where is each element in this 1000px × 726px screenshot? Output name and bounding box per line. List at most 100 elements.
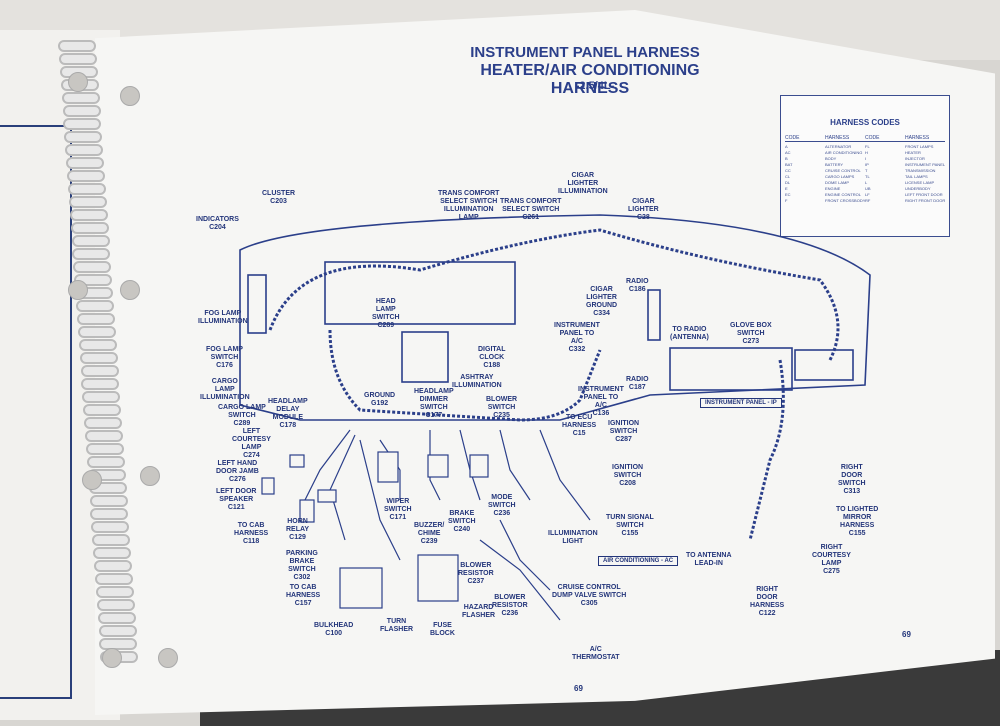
label-headlamp-dimmer: HEADLAMP DIMMER SWITCH C177 bbox=[414, 388, 454, 419]
label-to-radio: TO RADIO (ANTENNA) bbox=[670, 326, 709, 341]
label-cigar-ground: CIGAR LIGHTER GROUND C334 bbox=[586, 286, 618, 317]
label-turn-signal: TURN SIGNAL SWITCH C155 bbox=[606, 514, 654, 537]
label-cluster: CLUSTER C203 bbox=[262, 190, 296, 205]
spiral-coil bbox=[58, 53, 97, 65]
air-conditioning-tag: AIR CONDITIONING - AC bbox=[598, 556, 679, 566]
label-ip-to-ac: INSTRUMENT PANEL TO A/C C332 bbox=[554, 322, 600, 353]
spiral-coil bbox=[69, 209, 108, 221]
spiral-coil bbox=[94, 573, 133, 585]
spiral-coil bbox=[98, 625, 137, 637]
harness-code-cell: CC bbox=[785, 168, 791, 173]
harness-code-cell: CARGO LAMPS bbox=[825, 174, 855, 179]
vent-opening bbox=[794, 349, 854, 381]
spiral-coil bbox=[70, 222, 109, 234]
spiral-coil bbox=[77, 326, 116, 338]
wire bbox=[479, 539, 561, 621]
wire bbox=[379, 439, 401, 500]
subtitle: -2.5/4L- bbox=[575, 80, 615, 92]
label-left-speaker: LEFT DOOR SPEAKER C121 bbox=[216, 488, 257, 511]
label-fog-switch: FOG LAMP SWITCH C176 bbox=[206, 346, 243, 369]
left-vent-opening bbox=[247, 274, 267, 334]
spiral-coil bbox=[82, 391, 121, 403]
page-number-right: 69 bbox=[902, 630, 911, 639]
label-right-door-switch: RIGHT DOOR SWITCH C313 bbox=[838, 464, 866, 495]
label-ip-to-ac-2: INSTRUMENT PANEL TO A/C C136 bbox=[578, 386, 624, 417]
harness-code-cell: BAT bbox=[785, 162, 793, 167]
harness-code-cell: TAIL LAMPS bbox=[905, 174, 928, 179]
harness-code-cell: DOME LAMP bbox=[825, 180, 850, 185]
harness-code-cell: FRONT CROSSBODY bbox=[825, 198, 865, 203]
spiral-coil bbox=[89, 495, 128, 507]
harness-codes-table: HARNESS CODES CODE HARNESS CODE HARNESS … bbox=[780, 95, 950, 237]
label-lighted-mirror: TO LIGHTED MIRROR HARNESS C155 bbox=[836, 506, 879, 537]
label-right-courtesy: RIGHT COURTESY LAMP C275 bbox=[812, 544, 851, 575]
harness-code-cell: ALTERNATOR bbox=[825, 144, 852, 149]
binder-hole bbox=[68, 72, 88, 92]
label-to-cab-2: TO CAB HARNESS C157 bbox=[286, 584, 321, 607]
label-trans-switch: TRANS COMFORT SELECT SWITCH C261 bbox=[500, 198, 562, 221]
spiral-coil bbox=[85, 443, 124, 455]
harness-code-cell: FRONT LAMPS bbox=[905, 144, 934, 149]
spiral-coil bbox=[94, 560, 132, 572]
harness-code-cell: UNDERBODY bbox=[905, 186, 931, 191]
label-ashtray: ASHTRAY ILLUMINATION bbox=[452, 374, 502, 389]
label-blower-resistor-2: BLOWER RESISTOR C237 bbox=[458, 562, 494, 585]
spiral-coil bbox=[86, 456, 125, 468]
spiral-coil bbox=[95, 586, 134, 598]
harness-code-cell: CL bbox=[785, 174, 791, 179]
label-to-cab-1: TO CAB HARNESS C118 bbox=[234, 522, 269, 545]
harness-code-cell: E bbox=[785, 186, 788, 191]
spiral-coil bbox=[93, 547, 132, 559]
spiral-coil bbox=[76, 300, 114, 312]
connector bbox=[427, 454, 449, 478]
label-blower-switch: BLOWER SWITCH C235 bbox=[486, 396, 518, 419]
clock-opening bbox=[401, 331, 449, 383]
label-ignition-1: IGNITION SWITCH C208 bbox=[612, 464, 644, 487]
harness-code-cell: UB bbox=[865, 186, 871, 191]
col-harness: HARNESS bbox=[905, 135, 930, 141]
cluster-opening bbox=[324, 261, 516, 325]
harness-code-cell: DL bbox=[785, 180, 791, 185]
title-line-1: INSTRUMENT PANEL HARNESS bbox=[470, 44, 700, 61]
spiral-coil bbox=[85, 430, 123, 442]
spiral-coil bbox=[78, 339, 117, 351]
spiral-coil bbox=[73, 261, 112, 273]
wire bbox=[499, 519, 551, 591]
harness-code-cell: LEFT FRONT DOOR bbox=[905, 192, 943, 197]
label-cargo-switch: CARGO LAMP SWITCH C289 bbox=[218, 404, 266, 427]
label-indicators: INDICATORS C204 bbox=[196, 216, 239, 231]
spiral-coil bbox=[71, 235, 110, 247]
harness-code-cell: T bbox=[865, 168, 868, 173]
harness-code-cell: RF bbox=[865, 198, 871, 203]
label-headlamp-delay: HEADLAMP DELAY MODULE C178 bbox=[268, 398, 308, 429]
harness-code-cell: BODY bbox=[825, 156, 837, 161]
wire bbox=[359, 439, 401, 561]
label-fuse-block: FUSE BLOCK bbox=[430, 622, 455, 637]
harness-code-cell: BATTERY bbox=[825, 162, 844, 167]
spiral-coil bbox=[90, 508, 129, 520]
harness-code-cell: A bbox=[785, 144, 788, 149]
harness-code-cell: H bbox=[865, 150, 868, 155]
harness-code-cell: ENGINE CONTROL bbox=[825, 192, 862, 197]
col-code: CODE bbox=[785, 135, 800, 141]
fuse-block-connector bbox=[417, 554, 459, 602]
label-cargo-illumination: CARGO LAMP ILLUMINATION bbox=[200, 378, 250, 401]
harness-code-cell: LF bbox=[865, 192, 870, 197]
label-parking-brake: PARKING BRAKE SWITCH C302 bbox=[286, 550, 318, 581]
harness-code-cell: I bbox=[865, 156, 867, 161]
spiral-coil bbox=[96, 599, 135, 611]
instrument-panel-tag: INSTRUMENT PANEL - IP bbox=[700, 398, 782, 408]
binder-hole bbox=[140, 466, 160, 486]
wire bbox=[299, 429, 351, 511]
harness-code-cell: B bbox=[785, 156, 788, 161]
label-cigar-lighter: CIGAR LIGHTER C28 bbox=[628, 198, 659, 221]
spiral-binding bbox=[58, 40, 139, 670]
label-illumination-light: ILLUMINATION LIGHT bbox=[548, 530, 598, 545]
spiral-coil bbox=[92, 534, 131, 546]
left-page-border bbox=[0, 125, 72, 699]
